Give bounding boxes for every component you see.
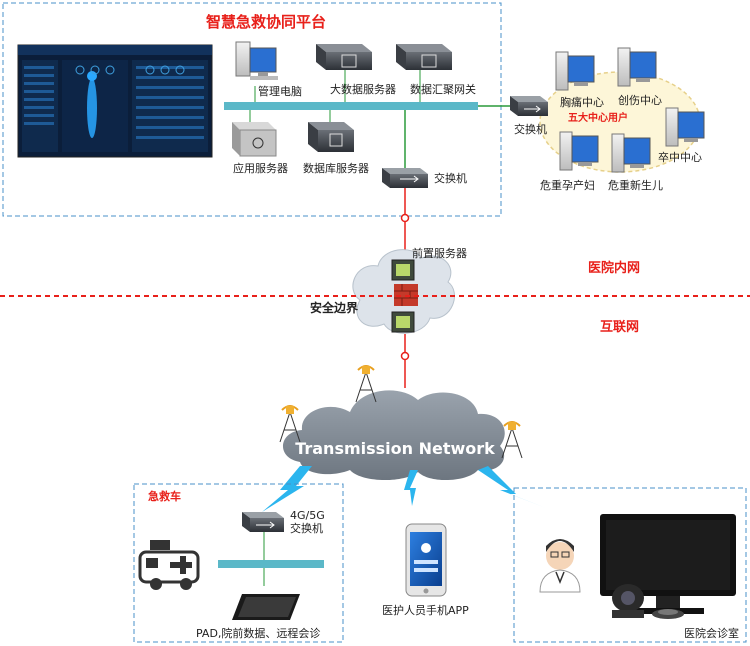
app-server-label: 应用服务器 (233, 161, 288, 175)
dashboard-screenshot (17, 44, 213, 158)
front-server-bottom-icon (391, 311, 415, 333)
ambulance-switch-icon (242, 512, 284, 532)
chest-pain-label: 胸痛中心 (560, 95, 604, 109)
gateway-label: 数据汇聚网关 (410, 82, 476, 96)
ambulance-box (133, 483, 344, 643)
transmission-cloud (282, 390, 505, 481)
trauma-pc-icon (617, 47, 657, 87)
platform-bus (224, 102, 478, 110)
wireless-link-mobile (404, 470, 418, 506)
bigdata-server-label: 大数据服务器 (330, 82, 396, 96)
platform-switch-label: 交换机 (434, 171, 467, 185)
platform-box (2, 2, 502, 217)
doctor-icon (539, 539, 581, 593)
antenna-top-icon (355, 365, 377, 403)
intranet-label: 医院内网 (588, 260, 640, 276)
ambulance-icon (138, 540, 200, 590)
maternal-label: 危重孕产妇 (540, 178, 595, 192)
stroke-pc-icon (665, 107, 705, 147)
pad-tablet-icon (232, 594, 300, 620)
front-server-label: 前置服务器 (412, 246, 467, 260)
video-camera-icon (612, 584, 644, 618)
security-boundary-label: 安全边界 (310, 300, 358, 315)
mgmt-pc-label: 管理电脑 (258, 84, 302, 98)
centers-switch-label: 交换机 (514, 122, 547, 136)
chest-pain-pc-icon (555, 51, 595, 91)
bigdata-server-icon (316, 44, 372, 70)
antenna-left-icon (279, 405, 301, 443)
network-title: Transmission Network (295, 439, 495, 458)
wireless-link-ambulance (262, 466, 312, 512)
trauma-label: 创伤中心 (618, 94, 662, 107)
consult-box (513, 487, 747, 643)
mgmt-pc-icon (235, 41, 278, 80)
front-server-top-icon (391, 259, 415, 281)
app-server-icon (232, 122, 277, 157)
neonatal-label: 危重新生儿 (608, 178, 663, 192)
ambulance-title: 急救车 (148, 489, 181, 503)
neonatal-pc-icon (611, 133, 651, 173)
mobile-phone-icon (405, 523, 447, 597)
maternal-pc-icon (559, 131, 599, 171)
ambulance-bus (218, 560, 324, 568)
gateway-server-icon (396, 44, 452, 70)
db-server-icon (308, 122, 354, 152)
platform-switch-icon (382, 168, 428, 188)
pad-label: PAD,院前数据、远程会诊 (196, 626, 320, 640)
centers-group-label: 五大中心用户 (568, 111, 628, 124)
centers-switch-icon (510, 96, 548, 116)
conference-mic-icon (652, 609, 684, 619)
mobile-app-label: 医护人员手机APP (382, 603, 469, 617)
antenna-right-icon (501, 421, 523, 459)
platform-title: 智慧急救协同平台 (206, 13, 326, 31)
consult-room-label: 医院会诊室 (684, 626, 739, 640)
wireless-link-consult (478, 466, 546, 508)
internet-label: 互联网 (600, 320, 639, 335)
db-server-label: 数据库服务器 (303, 161, 369, 175)
stroke-label: 卒中中心 (658, 150, 702, 164)
